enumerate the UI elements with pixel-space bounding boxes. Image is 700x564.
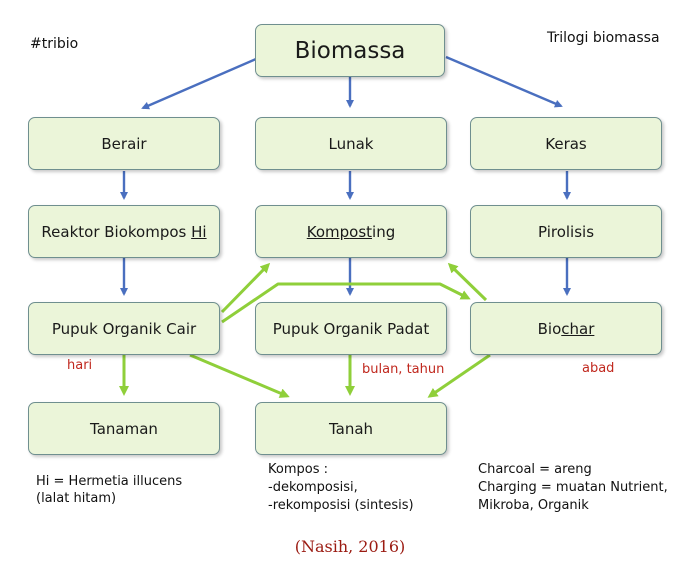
note-hi-line2: (lalat hitam) <box>36 491 117 506</box>
node-tanaman: Tanaman <box>28 402 220 455</box>
note-kompos-line3: -rekomposisi (sintesis) <box>268 498 414 513</box>
arrow-poc-to-tanah <box>189 353 290 398</box>
node-reaktor-hi: Hi <box>191 222 207 241</box>
arrow-poc-to-komposting <box>220 262 271 314</box>
node-reaktor-biokompos: Reaktor Biokompos Hi <box>28 205 220 258</box>
arrow-biochar-to-komposting <box>447 262 488 302</box>
node-komposting-pre: Komp <box>306 222 350 241</box>
note-hi-line1: Hi = Hermetia illucens <box>36 474 183 489</box>
node-biochar-pre: Bio <box>537 319 562 338</box>
node-biochar-post: char <box>561 319 595 338</box>
arrow-biomassa-to-berair <box>141 57 257 110</box>
label-abad: abad <box>582 361 615 376</box>
tag-tribio: #tribio <box>30 36 79 52</box>
node-berair: Berair <box>28 117 220 170</box>
note-kompos-line1: Kompos : <box>268 462 328 477</box>
node-pupuk-organik-cair: Pupuk Organik Cair <box>28 302 220 355</box>
arrow-poc-to-biochar <box>221 282 471 324</box>
arrow-biochar-to-tanah <box>427 353 491 398</box>
note-kompos-line2: -dekomposisi, <box>268 480 358 495</box>
node-reaktor-label: Reaktor Biokompos <box>41 222 192 241</box>
node-tanah: Tanah <box>255 402 447 455</box>
node-komposting-post: ing <box>372 222 396 241</box>
label-hari: hari <box>67 358 93 373</box>
arrow-biomassa-to-keras <box>445 55 563 108</box>
node-keras: Keras <box>470 117 662 170</box>
node-pupuk-organik-padat: Pupuk Organik Padat <box>255 302 447 355</box>
label-trilogi: Trilogi biomassa <box>547 30 660 46</box>
note-charcoal-line1: Charcoal = areng <box>478 462 592 477</box>
node-lunak: Lunak <box>255 117 447 170</box>
node-biomassa: Biomassa <box>255 24 445 77</box>
citation: (Nasih, 2016) <box>294 537 406 556</box>
label-bulan-tahun: bulan, tahun <box>362 362 445 377</box>
note-charcoal-line3: Mikroba, Organik <box>478 498 589 513</box>
note-charcoal-line2: Charging = muatan Nutrient, <box>478 480 668 495</box>
node-komposting-mid: ost <box>349 222 373 241</box>
node-pirolisis: Pirolisis <box>470 205 662 258</box>
